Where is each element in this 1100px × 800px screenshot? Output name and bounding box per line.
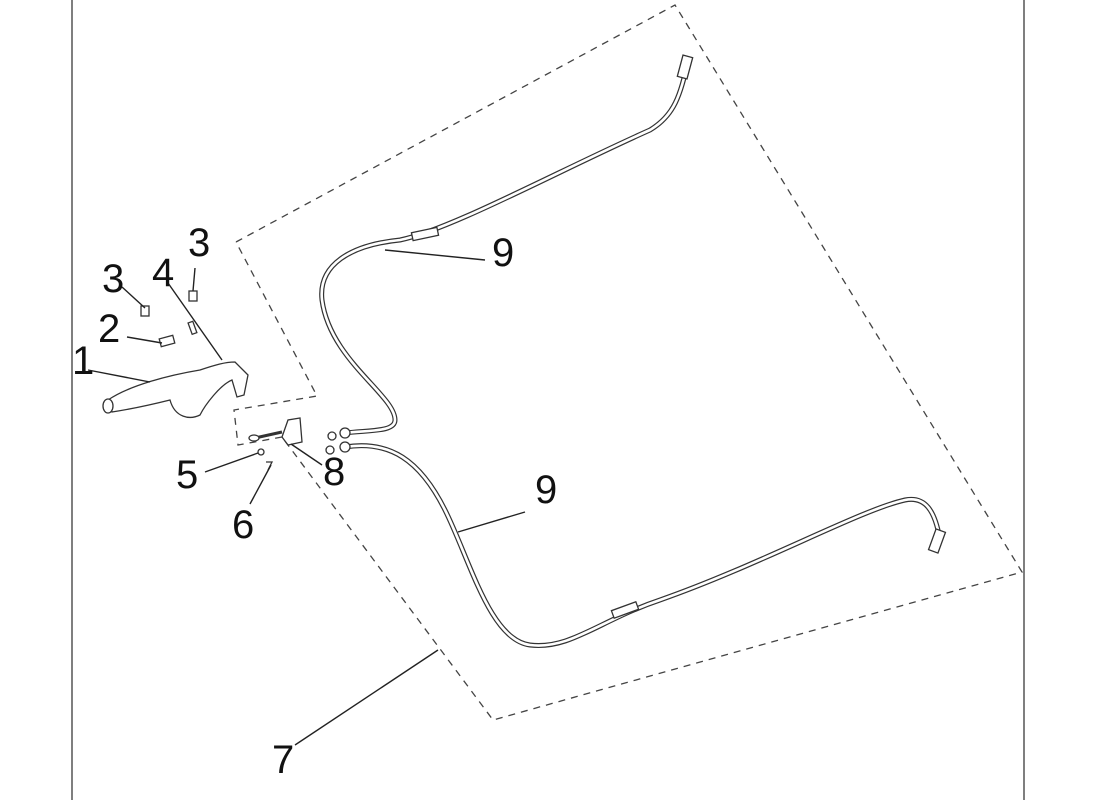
callout-3: 3 <box>102 257 124 301</box>
upper-brake-cable <box>319 54 694 441</box>
callout-9: 9 <box>492 231 514 275</box>
bolt-part-b <box>188 290 198 302</box>
lever-cover-part <box>158 334 176 348</box>
assembly-boundary-outline <box>233 4 1024 721</box>
handbrake-lever <box>102 361 249 418</box>
bolt-part-a <box>140 305 150 317</box>
callout-8: 8 <box>323 450 345 494</box>
callout-1: 1 <box>72 339 94 383</box>
callout-4: 4 <box>152 251 174 295</box>
callout-6: 6 <box>232 503 254 547</box>
lower-brake-cable <box>325 441 947 649</box>
callout-5: 5 <box>176 453 198 497</box>
pin-part <box>187 320 198 336</box>
equalizer-bracket <box>248 417 303 446</box>
washer-part <box>257 448 265 456</box>
callout-2: 2 <box>98 307 120 351</box>
callout-9: 9 <box>535 468 557 512</box>
callout-3: 3 <box>188 221 210 265</box>
callout-7: 7 <box>272 738 294 782</box>
